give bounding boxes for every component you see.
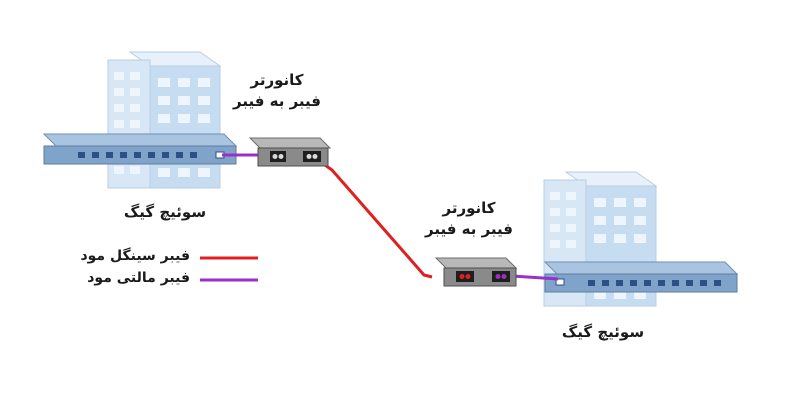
switch-right-label: سوئیچ گیگ: [548, 322, 658, 343]
converter-left-line1: کانورتر: [250, 71, 304, 89]
switch-left-label: سوئیچ گیگ: [110, 202, 220, 223]
switch-right-icon: [543, 261, 739, 293]
legend-multi-mode-label: فیبر مالتی مود: [87, 270, 190, 286]
switch-right-label-text: سوئیچ گیگ: [561, 323, 645, 341]
converter-left-icon: [248, 137, 332, 167]
converter-right-icon: [434, 257, 518, 287]
converter-right-label: کانورتر فیبر به فیبر: [414, 198, 524, 240]
switch-left-label-text: سوئیچ گیگ: [123, 203, 207, 221]
building-left-icon: [107, 51, 222, 189]
multi-mode-cable-right: [511, 274, 559, 281]
converter-right-line2: فیبر به فیبر: [425, 220, 513, 238]
converter-left-label: کانورتر فیبر به فیبر: [222, 70, 332, 112]
converter-left-line2: فیبر به فیبر: [233, 92, 321, 110]
legend-single-mode-label: فیبر سینگل مود: [80, 248, 190, 264]
converter-right-line1: کانورتر: [442, 199, 496, 217]
switch-left-icon: [42, 133, 238, 165]
